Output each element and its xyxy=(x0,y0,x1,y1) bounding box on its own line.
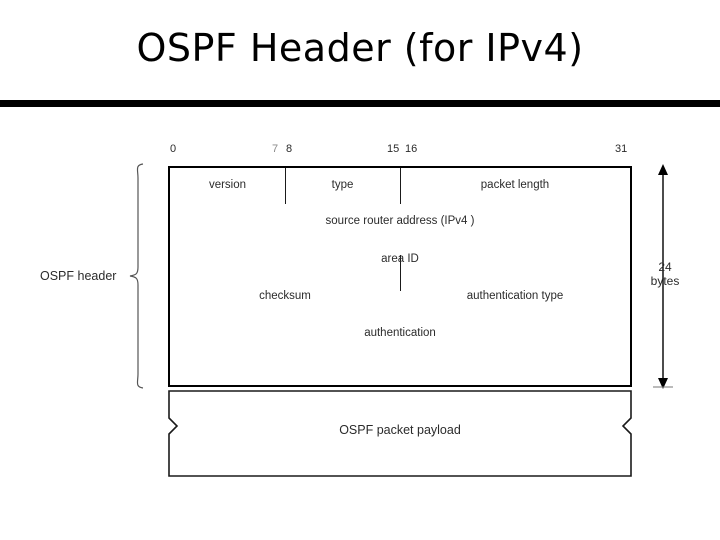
header-size-value: 24 xyxy=(658,260,672,274)
header-size-arrow xyxy=(652,163,674,390)
header-size-label: 24 bytes xyxy=(638,260,692,288)
ospf-header-box: version type packet length source router… xyxy=(168,166,632,387)
bit-ruler-label-15: 15 xyxy=(387,143,400,155)
field-version: version xyxy=(208,179,247,191)
bit-ruler-label-0: 0 xyxy=(170,143,177,155)
bit-ruler-label-31: 31 xyxy=(615,143,628,155)
field-authentication-type: authentication type xyxy=(466,290,564,302)
ospf-header-brace-label: OSPF header xyxy=(40,269,117,283)
payload-label: OSPF packet payload xyxy=(339,423,461,437)
field-area-id: area ID xyxy=(381,253,419,265)
ospf-header-brace xyxy=(126,162,146,390)
bit-ruler-label-7: 7 xyxy=(272,143,279,155)
header-size-unit: bytes xyxy=(650,274,680,288)
field-separator-bit16-row4 xyxy=(400,255,401,291)
payload-outline xyxy=(168,390,632,477)
title-divider-rule xyxy=(0,100,720,107)
bit-ruler-label-16: 16 xyxy=(405,143,418,155)
field-separator-bit8-row1 xyxy=(285,168,286,204)
double-arrow-icon xyxy=(653,164,673,389)
field-authentication: authentication xyxy=(364,327,436,339)
page-title: OSPF Header (for IPv4) xyxy=(136,26,584,70)
field-type: type xyxy=(331,179,354,191)
brace-icon xyxy=(129,163,144,389)
field-checksum: checksum xyxy=(259,290,311,302)
bit-ruler-label-8: 8 xyxy=(286,143,293,155)
ospf-payload-box: OSPF packet payload xyxy=(168,390,632,477)
field-separator-bit16-row1 xyxy=(400,168,401,204)
field-source-router-address: source router address (IPv4 ) xyxy=(325,215,475,227)
field-packet-length: packet length xyxy=(480,179,550,191)
